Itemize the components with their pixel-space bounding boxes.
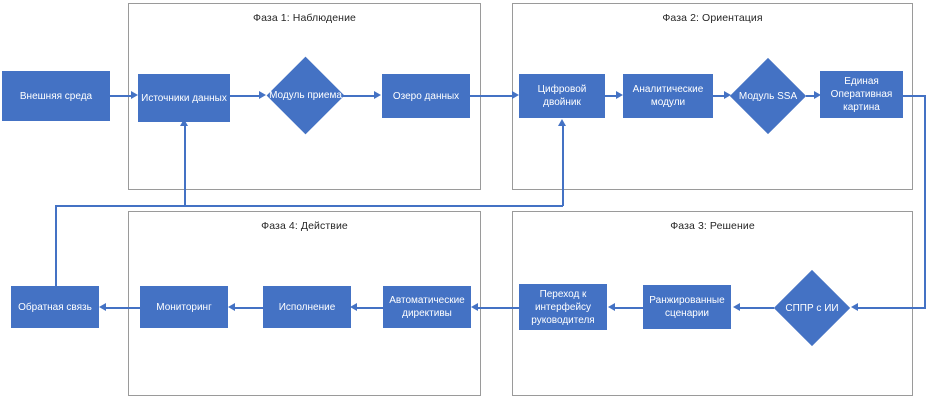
node-label-auto-directives: Автоматические директивы [389, 295, 465, 319]
arrowhead-env-to-sources [131, 91, 138, 99]
arrowhead-scenarios-to-ui [608, 303, 615, 311]
connector-dss-to-scenarios [740, 307, 774, 309]
phase-container-3: Фаза 3: Решение [512, 211, 913, 396]
node-data-lake[interactable]: Озеро данных [382, 74, 470, 118]
connector-ingest-to-lake [343, 95, 375, 97]
connector-lake-to-twin [470, 95, 513, 97]
node-ingest-module[interactable]: Модуль приема [266, 56, 345, 135]
connector-feedback-to-twin [562, 126, 564, 206]
arrowhead-execution-to-monitoring [228, 303, 235, 311]
connector-directives-to-execution [357, 307, 383, 309]
node-analytic-modules[interactable]: Аналитические модули [623, 74, 713, 118]
node-label-ssa-module: Модуль SSA [738, 90, 798, 102]
node-data-sources[interactable]: Источники данных [138, 74, 230, 122]
node-auto-directives[interactable]: Автоматические директивы [383, 286, 471, 328]
arrowhead-right-to-dss [851, 303, 858, 311]
node-label-commander-ui: Переход к интерфейсу руководителя [531, 288, 595, 326]
connector-feedback-up [55, 205, 57, 289]
phase-title-2: Фаза 2: Ориентация [662, 12, 763, 24]
connector-ui-to-directives [478, 307, 519, 309]
phase-title-3: Фаза 3: Решение [670, 220, 755, 232]
connector-monitoring-to-feedback [106, 307, 140, 309]
connector-right-vertical [924, 95, 926, 308]
arrowhead-twin-to-analytics [616, 91, 623, 99]
phase-title-4: Фаза 4: Действие [261, 220, 348, 232]
node-ssa-module[interactable]: Модуль SSA [729, 57, 807, 135]
arrowhead-feedback-to-sources [180, 119, 188, 126]
connector-picture-right [903, 95, 926, 97]
node-label-data-lake: Озеро данных [392, 90, 460, 102]
phase-title-1: Фаза 1: Наблюдение [253, 12, 356, 24]
node-label-monitoring: Мониторинг [156, 301, 212, 313]
connector-analytics-to-ssa [713, 95, 725, 97]
node-label-ranked-scenarios: Ранжированные сценарии [649, 295, 725, 319]
connector-sources-to-ingest [230, 95, 260, 97]
connector-feedback-to-sources [184, 126, 186, 206]
arrowhead-monitoring-to-feedback [99, 303, 106, 311]
connector-twin-to-analytics [605, 95, 617, 97]
node-label-analytic-modules: Аналитические модули [632, 84, 704, 108]
arrowhead-directives-to-execution [350, 303, 357, 311]
arrowhead-ingest-to-lake [374, 91, 381, 99]
node-label-digital-twin: Цифровой двойник [537, 84, 587, 108]
node-label-ingest-module: Модуль приема [269, 90, 342, 101]
connector-right-to-dss [858, 307, 926, 309]
node-label-external-env: Внешняя среда [19, 90, 93, 102]
arrowhead-dss-to-scenarios [733, 303, 740, 311]
node-commander-ui[interactable]: Переход к интерфейсу руководителя [519, 284, 607, 330]
node-label-ai-dss: СППР с ИИ [785, 302, 839, 314]
node-label-feedback: Обратная связь [18, 301, 92, 313]
node-digital-twin[interactable]: Цифровой двойник [519, 74, 605, 118]
arrowhead-feedback-to-twin [558, 119, 566, 126]
node-external-env[interactable]: Внешняя среда [2, 71, 110, 121]
arrowhead-analytics-to-ssa [724, 91, 731, 99]
connector-feedback-across [55, 205, 563, 207]
node-label-data-sources: Источники данных [141, 92, 227, 104]
node-label-common-picture: Единая Оперативная картина [830, 76, 893, 113]
connector-scenarios-to-ui [615, 307, 643, 309]
connector-env-to-sources [110, 95, 132, 97]
connector-ssa-to-picture [806, 95, 815, 97]
node-feedback[interactable]: Обратная связь [11, 286, 99, 328]
node-monitoring[interactable]: Мониторинг [140, 286, 228, 328]
arrowhead-ui-to-directives [471, 303, 478, 311]
arrowhead-ssa-to-picture [814, 91, 821, 99]
node-execution[interactable]: Исполнение [263, 286, 351, 328]
node-label-execution: Исполнение [278, 301, 336, 313]
arrowhead-sources-to-ingest [259, 91, 266, 99]
arrowhead-lake-to-twin [512, 91, 519, 99]
phase-container-4: Фаза 4: Действие [128, 211, 481, 396]
connector-execution-to-monitoring [235, 307, 263, 309]
node-common-picture[interactable]: Единая Оперативная картина [820, 71, 903, 118]
node-ranked-scenarios[interactable]: Ранжированные сценарии [643, 285, 731, 329]
node-ai-dss[interactable]: СППР с ИИ [773, 269, 851, 347]
